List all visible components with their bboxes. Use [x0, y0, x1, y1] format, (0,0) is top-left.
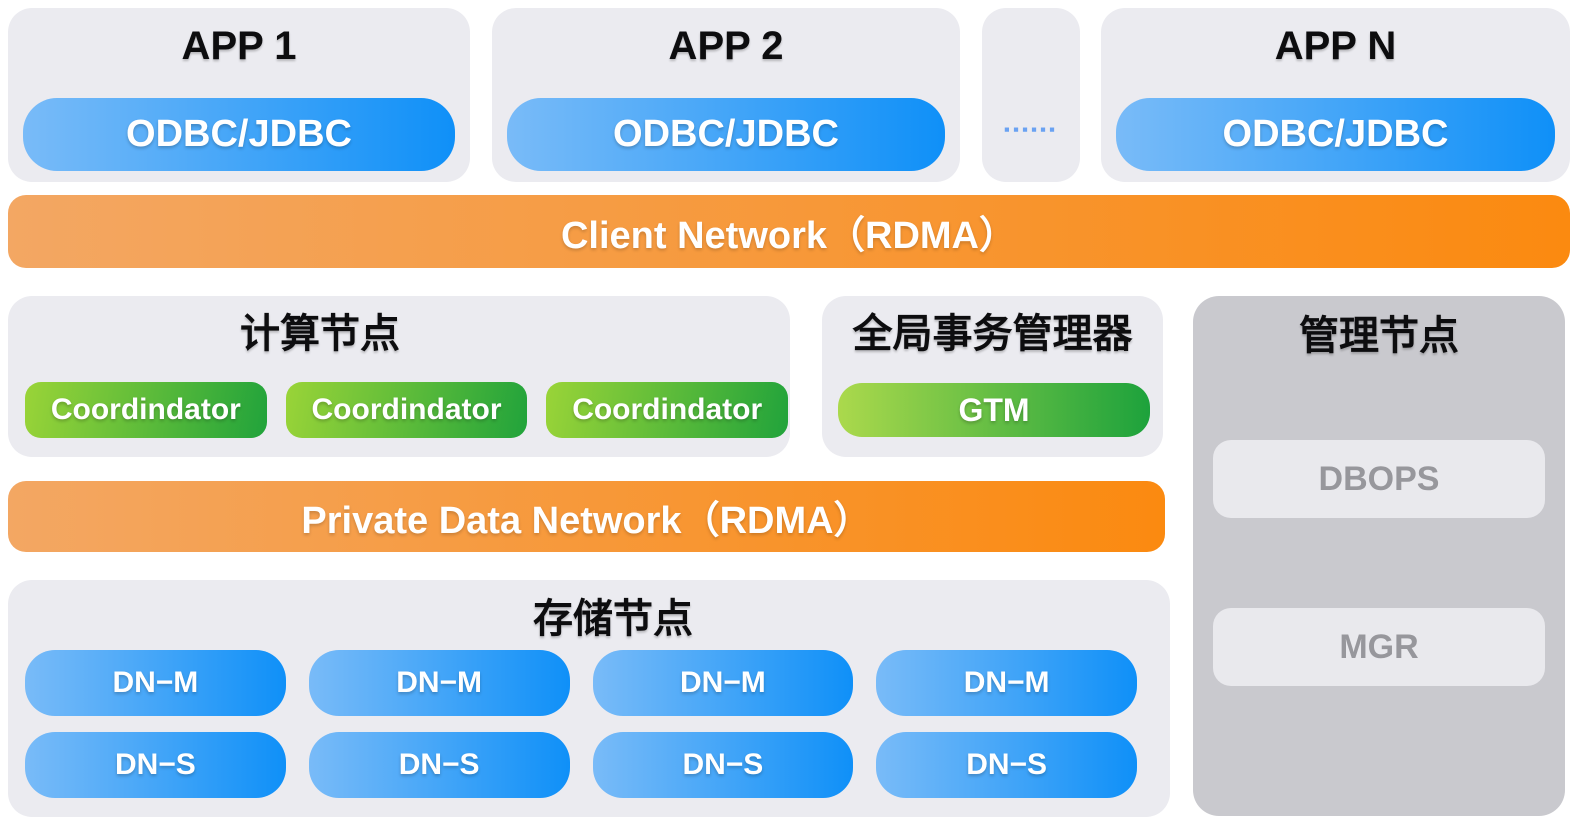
dn-master-row: DN−M DN−M DN−M DN−M — [25, 650, 1137, 716]
management-node-panel: 管理节点 DBOPS MGR — [1193, 296, 1565, 816]
dn-standby-pill: DN−S — [308, 732, 570, 798]
coordinator-pill: Coordindator — [285, 382, 528, 438]
private-data-network-banner: Private Data Network（RDMA） — [8, 481, 1165, 552]
management-node-title: 管理节点 — [1299, 314, 1459, 358]
dn-master-pill: DN−M — [25, 650, 286, 716]
dn-standby-row: DN−S DN−S DN−S DN−S — [25, 732, 1137, 798]
app-title: APP 2 — [668, 24, 784, 68]
odbc-jdbc-pill: ODBC/JDBC — [507, 98, 945, 171]
gtm-title: 全局事务管理器 — [852, 312, 1133, 356]
dn-master-pill: DN−M — [876, 650, 1137, 716]
coordinator-pill: Coordindator — [25, 382, 267, 438]
dn-master-pill: DN−M — [308, 650, 570, 716]
compute-node-panel: 计算节点 Coordindator Coordindator Coordinda… — [8, 296, 790, 457]
odbc-jdbc-pill: ODBC/JDBC — [1116, 98, 1555, 171]
dn-standby-pill: DN−S — [876, 732, 1137, 798]
dn-standby-pill: DN−S — [592, 732, 854, 798]
mgr-pill: MGR — [1213, 608, 1545, 686]
app-title: APP N — [1274, 24, 1397, 68]
coordinator-row: Coordindator Coordindator Coordindator — [25, 382, 789, 438]
dn-master-pill: DN−M — [592, 650, 854, 716]
odbc-jdbc-pill: ODBC/JDBC — [23, 98, 455, 171]
app-card-1: APP 1 ODBC/JDBC — [8, 8, 470, 182]
coordinator-pill: Coordindator — [546, 382, 789, 438]
gtm-pill: GTM — [838, 383, 1150, 437]
more-apps-ellipsis: ▪▪▪▪▪▪ — [1003, 120, 1059, 139]
storage-node-title: 存储节点 — [533, 597, 693, 641]
app-card-2: APP 2 ODBC/JDBC — [492, 8, 960, 182]
app-card-n: APP N ODBC/JDBC — [1101, 8, 1570, 182]
client-network-banner: Client Network（RDMA） — [8, 195, 1570, 268]
dn-standby-pill: DN−S — [25, 732, 286, 798]
app-title: APP 1 — [181, 24, 297, 68]
compute-node-title: 计算节点 — [240, 312, 400, 356]
gtm-panel: 全局事务管理器 GTM — [822, 296, 1163, 457]
more-apps-card: ▪▪▪▪▪▪ — [982, 8, 1080, 182]
dbops-pill: DBOPS — [1213, 440, 1545, 518]
storage-node-panel: 存储节点 DN−M DN−M DN−M DN−M DN−S DN−S DN−S … — [8, 580, 1170, 817]
